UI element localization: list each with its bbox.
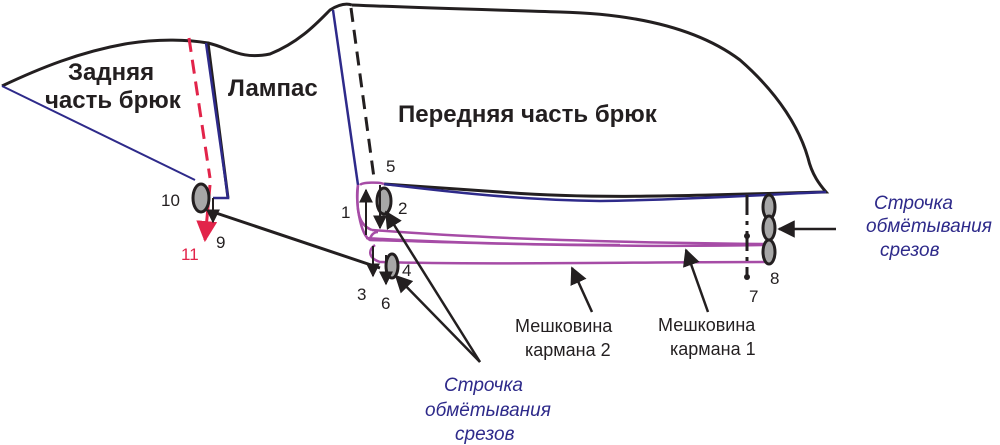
num-6: 6: [381, 294, 390, 313]
label-overlock-bottom-line2: обмётывания: [425, 400, 551, 421]
pocket-bag-2: [369, 243, 766, 265]
pointer-overlock-bottom-a: [384, 210, 482, 363]
roll-10: [191, 182, 211, 214]
label-overlock-right-line3: срезов: [880, 240, 940, 261]
lampas-bottom-outline: [212, 210, 381, 270]
label-pocket2-line2: кармана 2: [525, 340, 611, 360]
roll-8b: [761, 214, 777, 242]
label-overlock-right-line2: обмётывания: [866, 216, 992, 237]
num-7: 7: [749, 287, 758, 306]
back-red-dashed-line: [187, 37, 212, 179]
pointer-pocket-1: [683, 248, 710, 313]
num-9: 9: [216, 233, 225, 252]
lampas-top-outline: [207, 2, 353, 58]
num-4: 4: [402, 261, 411, 280]
label-front: Передняя часть брюк: [398, 101, 658, 128]
front-waist-seam: [383, 182, 827, 203]
pocket-bag-1-top: [371, 228, 766, 246]
label-pocket1-line2: кармана 1: [670, 339, 756, 359]
num-3: 3: [357, 285, 366, 304]
pointer-overlock-bottom-b: [394, 274, 481, 363]
stitch-point-7b: [744, 274, 750, 280]
label-lampas: Лампас: [228, 75, 318, 102]
pocket-left-curve: [356, 184, 373, 232]
num-2: 2: [398, 199, 407, 218]
front-part-outline: [351, 3, 830, 198]
num-5: 5: [386, 157, 395, 176]
label-overlock-bottom-line3: срезов: [455, 424, 515, 445]
back-part-side-seam: [204, 42, 230, 200]
stitch-point-7a: [744, 233, 750, 239]
front-dashed-line: [349, 7, 376, 179]
num-10: 10: [161, 191, 180, 210]
label-overlock-right-line1: Строчка: [874, 193, 953, 214]
label-pocket2-line1: Мешковина: [515, 316, 613, 336]
label-overlock-bottom-line1: Строчка: [444, 375, 523, 396]
label-pocket1-line1: Мешковина: [658, 315, 756, 335]
label-back-line2: часть брюк: [45, 87, 182, 114]
roll-8c: [761, 238, 777, 266]
pocket-top-loop: [358, 181, 385, 187]
num-11: 11: [181, 245, 199, 264]
back-part-outline: [1, 38, 230, 199]
pointer-pocket-2: [570, 266, 594, 313]
num-1: 1: [341, 203, 350, 222]
num-8: 8: [770, 269, 779, 288]
label-back-line1: Задняя: [68, 59, 154, 86]
roll-4: [384, 252, 400, 280]
back-part-bottom-edge: [1, 85, 196, 181]
front-side-seam: [331, 9, 360, 186]
